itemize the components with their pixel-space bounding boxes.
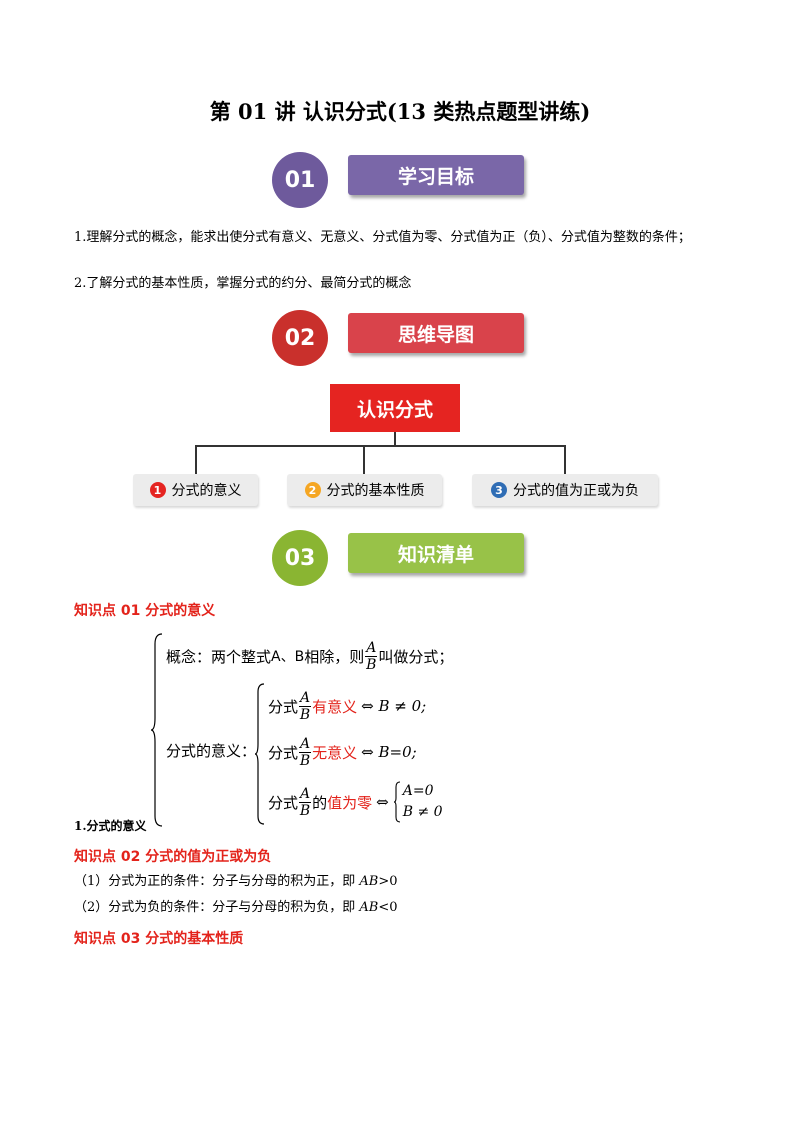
fraction-numerator: A [299,735,312,753]
concept-text-b: A、B [271,649,305,665]
section-01-circle: 01 [272,152,328,208]
kp1-concept: 概念：两个整式 A、B 相除，则 A B 叫做分式； [166,636,453,676]
branch-label: 分式的基本性质 [326,483,425,499]
meaningful-text: 有意义 [312,697,358,716]
number-2-icon: 2 [304,482,321,498]
fraction-numerator: A [365,639,378,657]
mindmap-connector [195,445,566,447]
mindmap-connector [564,445,566,475]
fenshi-text: 分式 [268,793,299,812]
kp2-item-1: （1）分式为正的条件：分子与分母的积为正，即 AB>0 [74,872,398,892]
number-1-icon: 1 [149,482,166,498]
section-03-banner: 知识清单 [348,533,524,573]
item-text: （1）分式为正的条件：分子与分母的积为正，即 [74,874,360,889]
section-03-label: 知识清单 [397,543,474,566]
mindmap-connector [195,445,197,475]
fraction-numerator: A [299,785,312,803]
fraction-denominator: B [299,706,311,723]
de-text: 的 [312,793,328,812]
fraction-a-over-b: A B [299,785,312,819]
concept-text-d: 叫做分式； [378,647,454,666]
item-rel: >0 [378,874,398,889]
mindmap-connector [363,445,365,475]
meaning-line-3: 分式 A B 的 值为零 ⇔ A=0 B ≠ 0 [268,780,443,824]
fraction-denominator: B [366,656,377,673]
condition-b-nonzero: B ≠ 0 [402,804,443,820]
section-03-circle: 03 [272,530,328,586]
branch-label: 分式的值为正或为负 [513,483,639,499]
condition-brace [393,781,400,823]
condition-a-zero: A=0 [402,783,434,799]
number-3-icon: 3 [491,482,507,498]
fenshi-text: 分式 [268,743,299,762]
fraction-denominator: B [299,802,311,819]
inner-brace [254,683,265,825]
item-rel: <0 [378,900,398,915]
mindmap-branch-2: 2 分式的基本性质 [287,474,442,506]
section-01-label: 学习目标 [397,165,474,188]
section-01-banner: 学习目标 [348,155,524,195]
section-02-label: 思维导图 [397,323,474,346]
kp1-heading: 知识点 01 分式的意义 [74,603,216,619]
item-var: AB [359,874,379,889]
meaning-line-1: 分式 A B 有意义 ⇔ B ≠ 0; [268,686,426,726]
kp2-heading: 知识点 02 分式的值为正或为负 [74,849,272,865]
fenshi-text: 分式 [268,697,299,716]
section-02-number: 02 [284,325,316,351]
section-02-banner: 思维导图 [348,313,524,353]
section-03-number: 03 [284,545,316,571]
fraction-a-over-b: A B [299,735,312,769]
meaningless-text: 无意义 [312,743,358,762]
mindmap-branch-3: 3 分式的值为正或为负 [472,474,658,506]
goal-2: 2.了解分式的基本性质，掌握分式的约分、最简分式的概念 [74,276,412,291]
kp2-item-2: （2）分式为负的条件：分子与分母的积为负，即 AB<0 [74,898,398,918]
condition-text: ⇔ B ≠ 0; [361,697,427,715]
condition-text: ⇔ B=0; [361,743,417,761]
item-text: （2）分式为负的条件：分子与分母的积为负，即 [74,900,360,915]
concept-text-a: 概念：两个整式 [166,647,272,666]
mindmap-root: 认识分式 [330,384,460,432]
concept-text-c: 相除，则 [304,647,365,666]
fraction-denominator: B [299,752,311,769]
mindmap-branch-1: 1 分式的意义 [133,474,258,506]
goal-1: 1.理解分式的概念，能求出使分式有意义、无意义、分式值为零、分式值为正（负）、分… [74,230,691,245]
kp1-meaning-label: 分式的意义： [166,742,257,760]
iff-symbol: ⇔ [376,793,389,811]
section-02-circle: 02 [272,310,328,366]
mindmap-connector [394,432,396,446]
fraction-a-over-b: A B [299,689,312,723]
section-01-number: 01 [284,167,316,193]
branch-label: 分式的意义 [171,483,242,499]
meaning-line-2: 分式 A B 无意义 ⇔ B=0; [268,732,417,772]
kp1-caption: 1.分式的意义 [74,819,147,833]
zero-value-text: 值为零 [327,793,373,812]
fraction-numerator: A [299,689,312,707]
fraction-a-over-b: A B [365,639,378,673]
item-var: AB [359,900,379,915]
page-title: 第 01 讲 认识分式(13 类热点题型讲练) [209,99,591,124]
kp3-heading: 知识点 03 分式的基本性质 [74,931,244,947]
outer-brace [150,633,163,827]
